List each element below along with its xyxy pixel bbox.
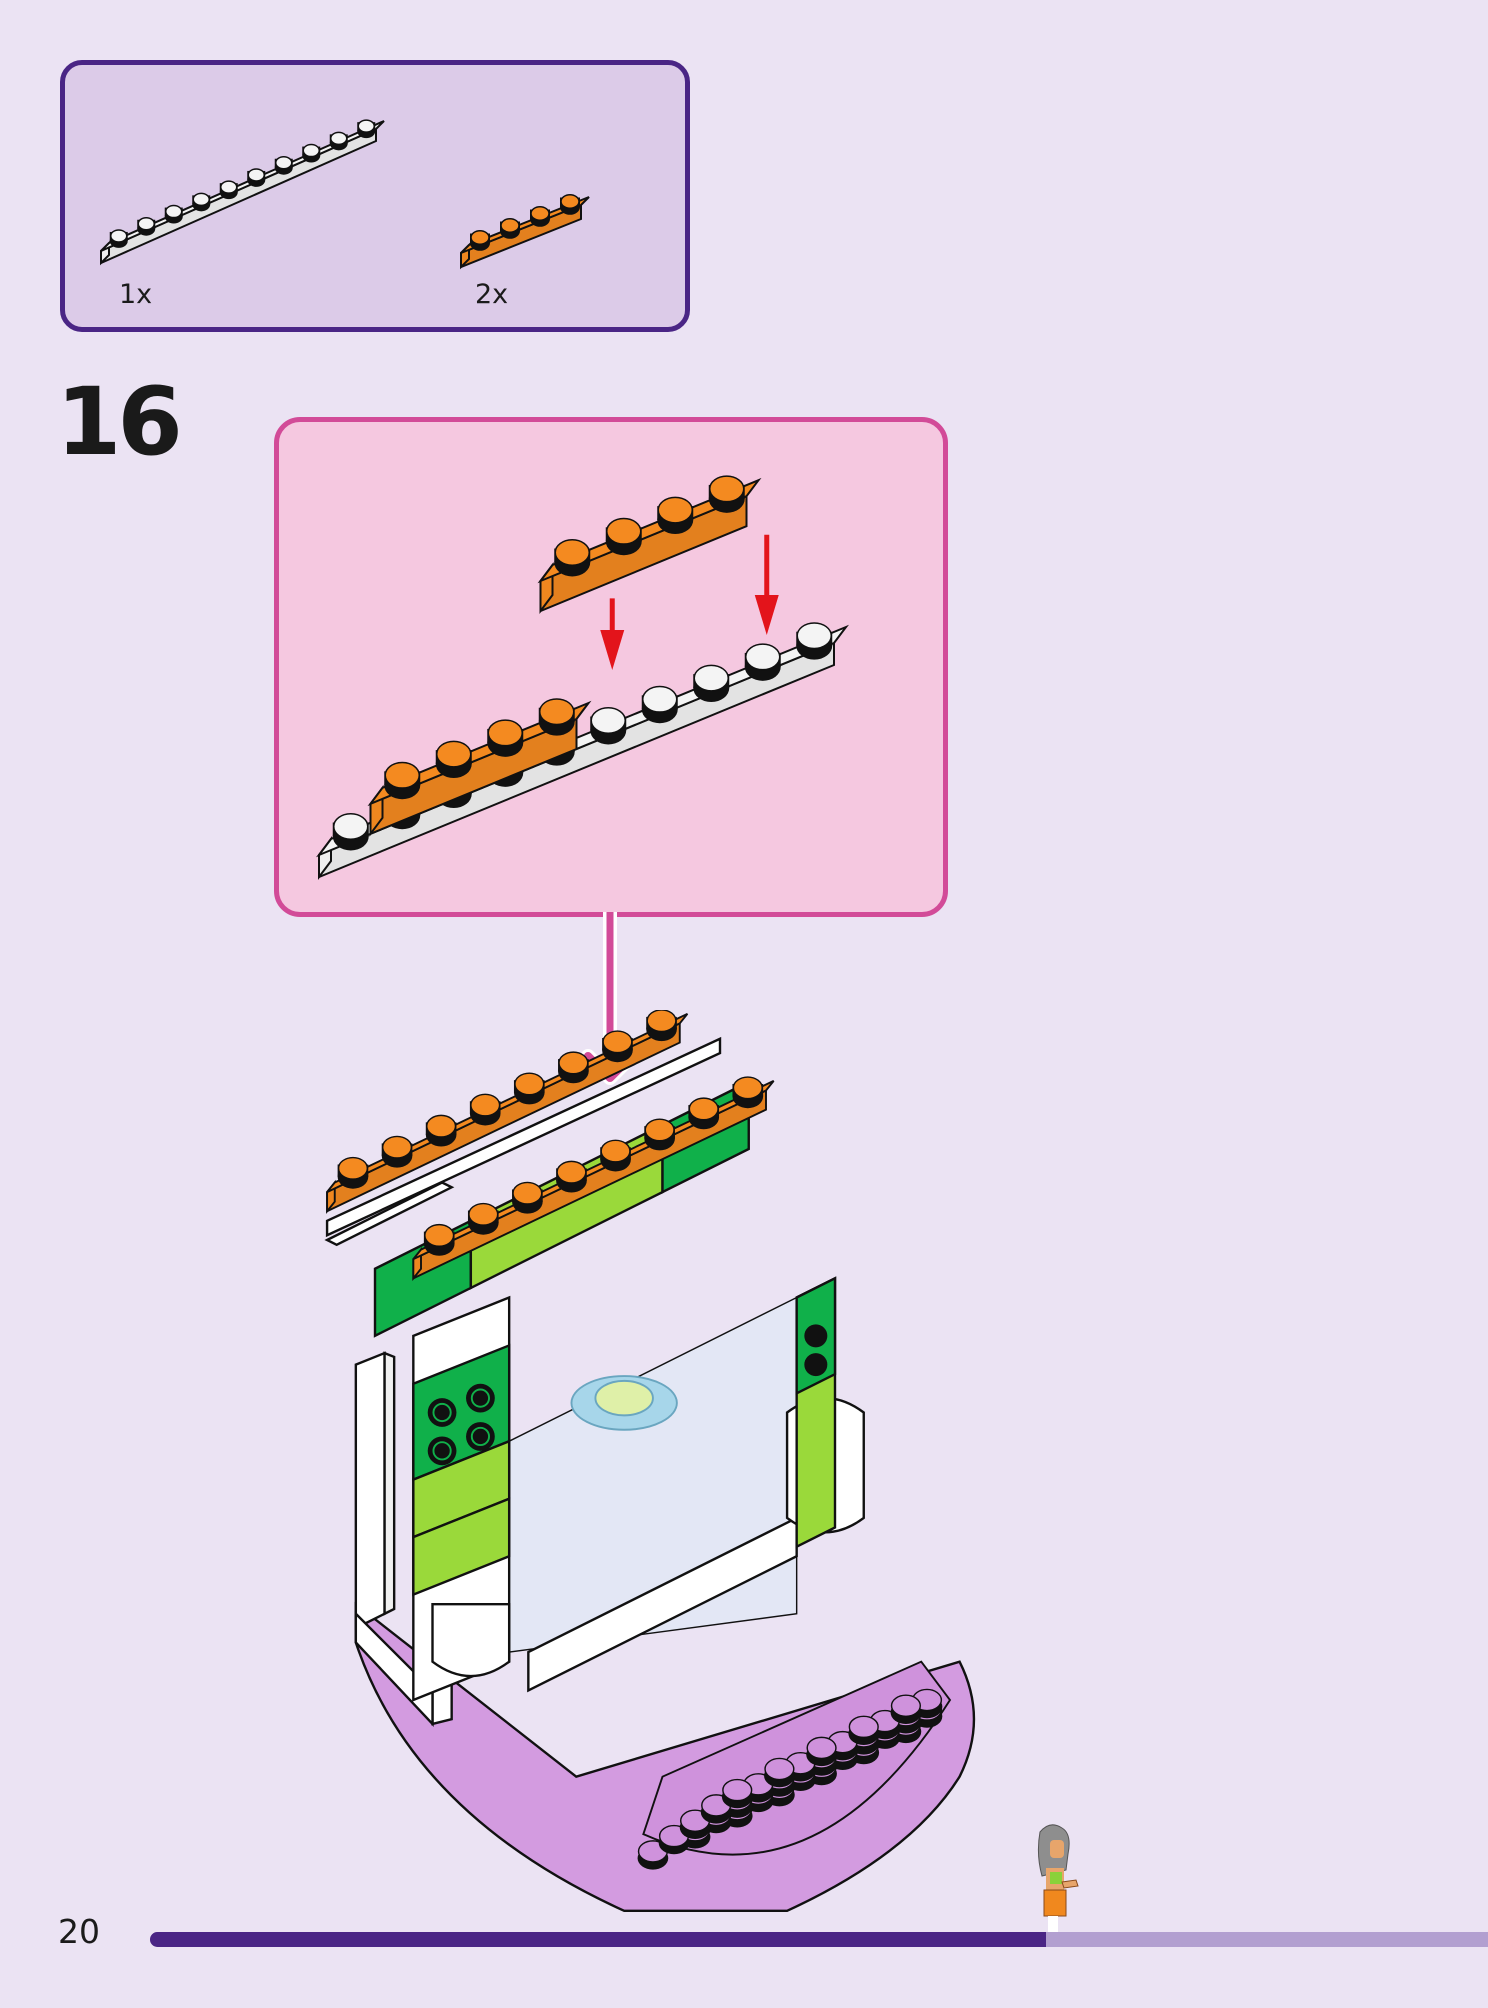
- top-white-rail: [325, 1036, 722, 1238]
- placement-arrows: [600, 534, 779, 670]
- side-stud-icon: [804, 1324, 828, 1348]
- top-back-rail: [324, 1181, 455, 1247]
- stud: [721, 1778, 753, 1809]
- stud: [469, 1093, 501, 1126]
- base-plate-studs: [637, 1688, 943, 1870]
- stud: [693, 664, 730, 703]
- stud: [164, 204, 183, 224]
- stud: [329, 131, 348, 151]
- stud: [744, 643, 781, 681]
- stud: [538, 698, 575, 736]
- stud: [806, 1736, 837, 1767]
- placement-arrow-icon: [600, 598, 625, 670]
- placed-orange-plate: [367, 698, 592, 837]
- stud: [530, 206, 550, 227]
- stud: [590, 707, 627, 745]
- stud: [470, 230, 490, 251]
- stud: [192, 192, 211, 212]
- quantity-orange-plate: 2x: [475, 279, 509, 310]
- side-stud-icon: [804, 1353, 828, 1377]
- stud: [556, 1160, 587, 1193]
- stud: [302, 143, 321, 163]
- plate-top: [412, 1080, 775, 1261]
- left-column-lime-brick-2: [412, 1496, 511, 1597]
- stud: [848, 1715, 880, 1746]
- side-stud-icon: [427, 1398, 457, 1427]
- page-number: 20: [58, 1912, 100, 1951]
- stud: [274, 156, 293, 175]
- lily-pad-element: [594, 1379, 654, 1417]
- orange-plate-1x4: [460, 194, 590, 270]
- stud: [512, 1181, 543, 1214]
- stud: [247, 168, 266, 187]
- stud: [764, 1757, 795, 1788]
- stud: [605, 517, 642, 556]
- front-white-plate: [527, 1515, 798, 1693]
- quantity-white-plate: 1x: [119, 279, 153, 310]
- plate-top: [326, 1012, 689, 1193]
- stud: [644, 1118, 675, 1151]
- incoming-orange-plate-body: [537, 475, 762, 614]
- stud: [423, 1223, 455, 1256]
- stud: [467, 1202, 499, 1235]
- stud: [513, 1072, 545, 1105]
- subassembly-callout: [274, 417, 948, 917]
- white-base-plate: [316, 622, 849, 880]
- stud: [708, 475, 745, 513]
- stud: [219, 180, 238, 200]
- orange-plate-body: [460, 194, 590, 270]
- front-left-round-brick: [431, 1602, 511, 1678]
- model-illustration: [324, 1010, 976, 1913]
- stud: [487, 719, 524, 757]
- stud: [641, 685, 678, 724]
- stud: [381, 1135, 413, 1168]
- stud: [890, 1694, 922, 1724]
- step-number: 16: [56, 368, 183, 477]
- stud: [657, 496, 694, 535]
- side-stud-icon: [466, 1422, 495, 1451]
- white-plate-1x10: [100, 119, 385, 266]
- white-plate-body: [100, 119, 385, 266]
- stud: [425, 1114, 457, 1147]
- stud: [646, 1010, 677, 1042]
- stud: [337, 1156, 369, 1189]
- stud: [332, 813, 369, 851]
- top-back-orange-plates: [326, 1010, 689, 1214]
- incoming-orange-plate: [537, 475, 762, 614]
- left-frame-post-side: [383, 1351, 396, 1616]
- white-base-plate-body: [316, 622, 849, 880]
- stud: [560, 194, 580, 215]
- left-frame-post: [354, 1351, 386, 1631]
- top-front-orange-plates: [412, 1076, 775, 1282]
- stud: [732, 1076, 764, 1109]
- progress-bar: [150, 1932, 1488, 1947]
- stud: [109, 229, 128, 248]
- stud: [137, 217, 156, 236]
- side-stud-icon: [466, 1383, 495, 1413]
- stud: [357, 119, 376, 139]
- parts-illustration: [100, 119, 590, 270]
- stud: [602, 1030, 633, 1063]
- stud: [554, 539, 591, 577]
- stud: [688, 1097, 720, 1130]
- progress-bar-fill: [150, 1932, 1047, 1947]
- placement-arrow-icon: [754, 534, 779, 635]
- parts-list-callout: 1x 2x: [60, 60, 690, 332]
- placed-orange-plate-body: [367, 698, 592, 837]
- lavender-base-plate: [354, 1601, 976, 1913]
- stud: [500, 218, 520, 239]
- subassembly-illustration: [316, 475, 849, 880]
- stud: [600, 1139, 631, 1172]
- stud: [435, 740, 472, 779]
- stud: [384, 761, 421, 800]
- stud: [796, 622, 833, 660]
- side-stud-icon: [427, 1436, 457, 1466]
- stud: [558, 1051, 589, 1084]
